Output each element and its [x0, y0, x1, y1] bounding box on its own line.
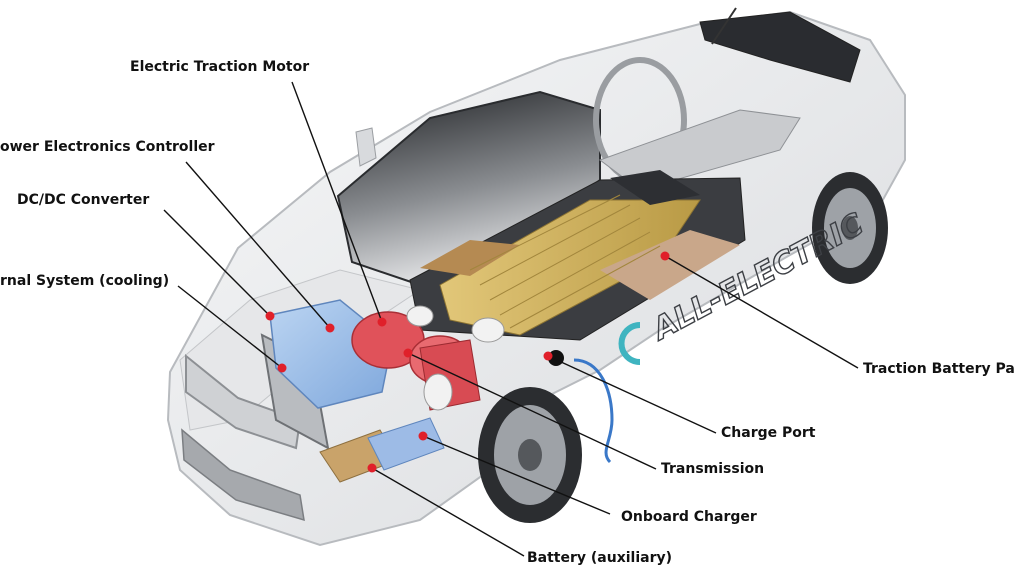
aux-battery-unit: [319, 417, 445, 483]
label-thermal-system: rnal System (cooling): [0, 273, 170, 289]
label-traction-motor: Electric Traction Motor: [130, 59, 310, 75]
grille: [185, 353, 302, 450]
leader-power-electronics: [185, 161, 331, 329]
label-traction-battery: Traction Battery Pa: [863, 361, 1015, 377]
component-markers: [265, 251, 670, 473]
leader-lines: [163, 81, 859, 557]
antenna: [711, 7, 737, 45]
rear-wheel: [812, 172, 888, 284]
label-transmission: Transmission: [661, 461, 765, 477]
battery-cell-lines: [469, 194, 661, 329]
marker-charge-port: [543, 351, 553, 361]
leader-transmission: [407, 352, 657, 470]
leader-dcdc-converter: [163, 209, 271, 317]
marker-onboard-charger: [418, 431, 428, 441]
label-dcdc-converter: DC/DC Converter: [17, 192, 150, 208]
front-wheel: [478, 387, 582, 523]
label-aux-battery: Battery (auxiliary): [527, 550, 673, 566]
plug-c-logo-icon: [618, 322, 641, 365]
side-mirror: [355, 127, 377, 167]
leader-onboard-charger: [422, 435, 611, 515]
leader-traction-battery: [664, 255, 859, 369]
marker-transmission: [403, 348, 413, 358]
label-onboard-charger: Onboard Charger: [621, 509, 757, 525]
roof-glass: [699, 11, 861, 83]
marker-dcdc-converter: [265, 311, 275, 321]
coolant-reservoirs: [406, 305, 505, 411]
leader-charge-port: [547, 355, 717, 434]
marker-aux-battery: [367, 463, 377, 473]
traction-battery-pack: [409, 170, 746, 341]
leader-aux-battery: [371, 467, 525, 557]
lower-grille: [181, 428, 305, 522]
marker-thermal-system: [277, 363, 287, 373]
marker-traction-motor: [377, 317, 387, 327]
leader-thermal-system: [177, 285, 283, 369]
marker-traction-battery: [660, 251, 670, 261]
marker-power-electronics: [325, 323, 335, 333]
leader-traction-motor: [291, 81, 383, 323]
label-power-electronics: ower Electronics Controller: [0, 139, 215, 155]
label-charge-port: Charge Port: [721, 425, 816, 441]
